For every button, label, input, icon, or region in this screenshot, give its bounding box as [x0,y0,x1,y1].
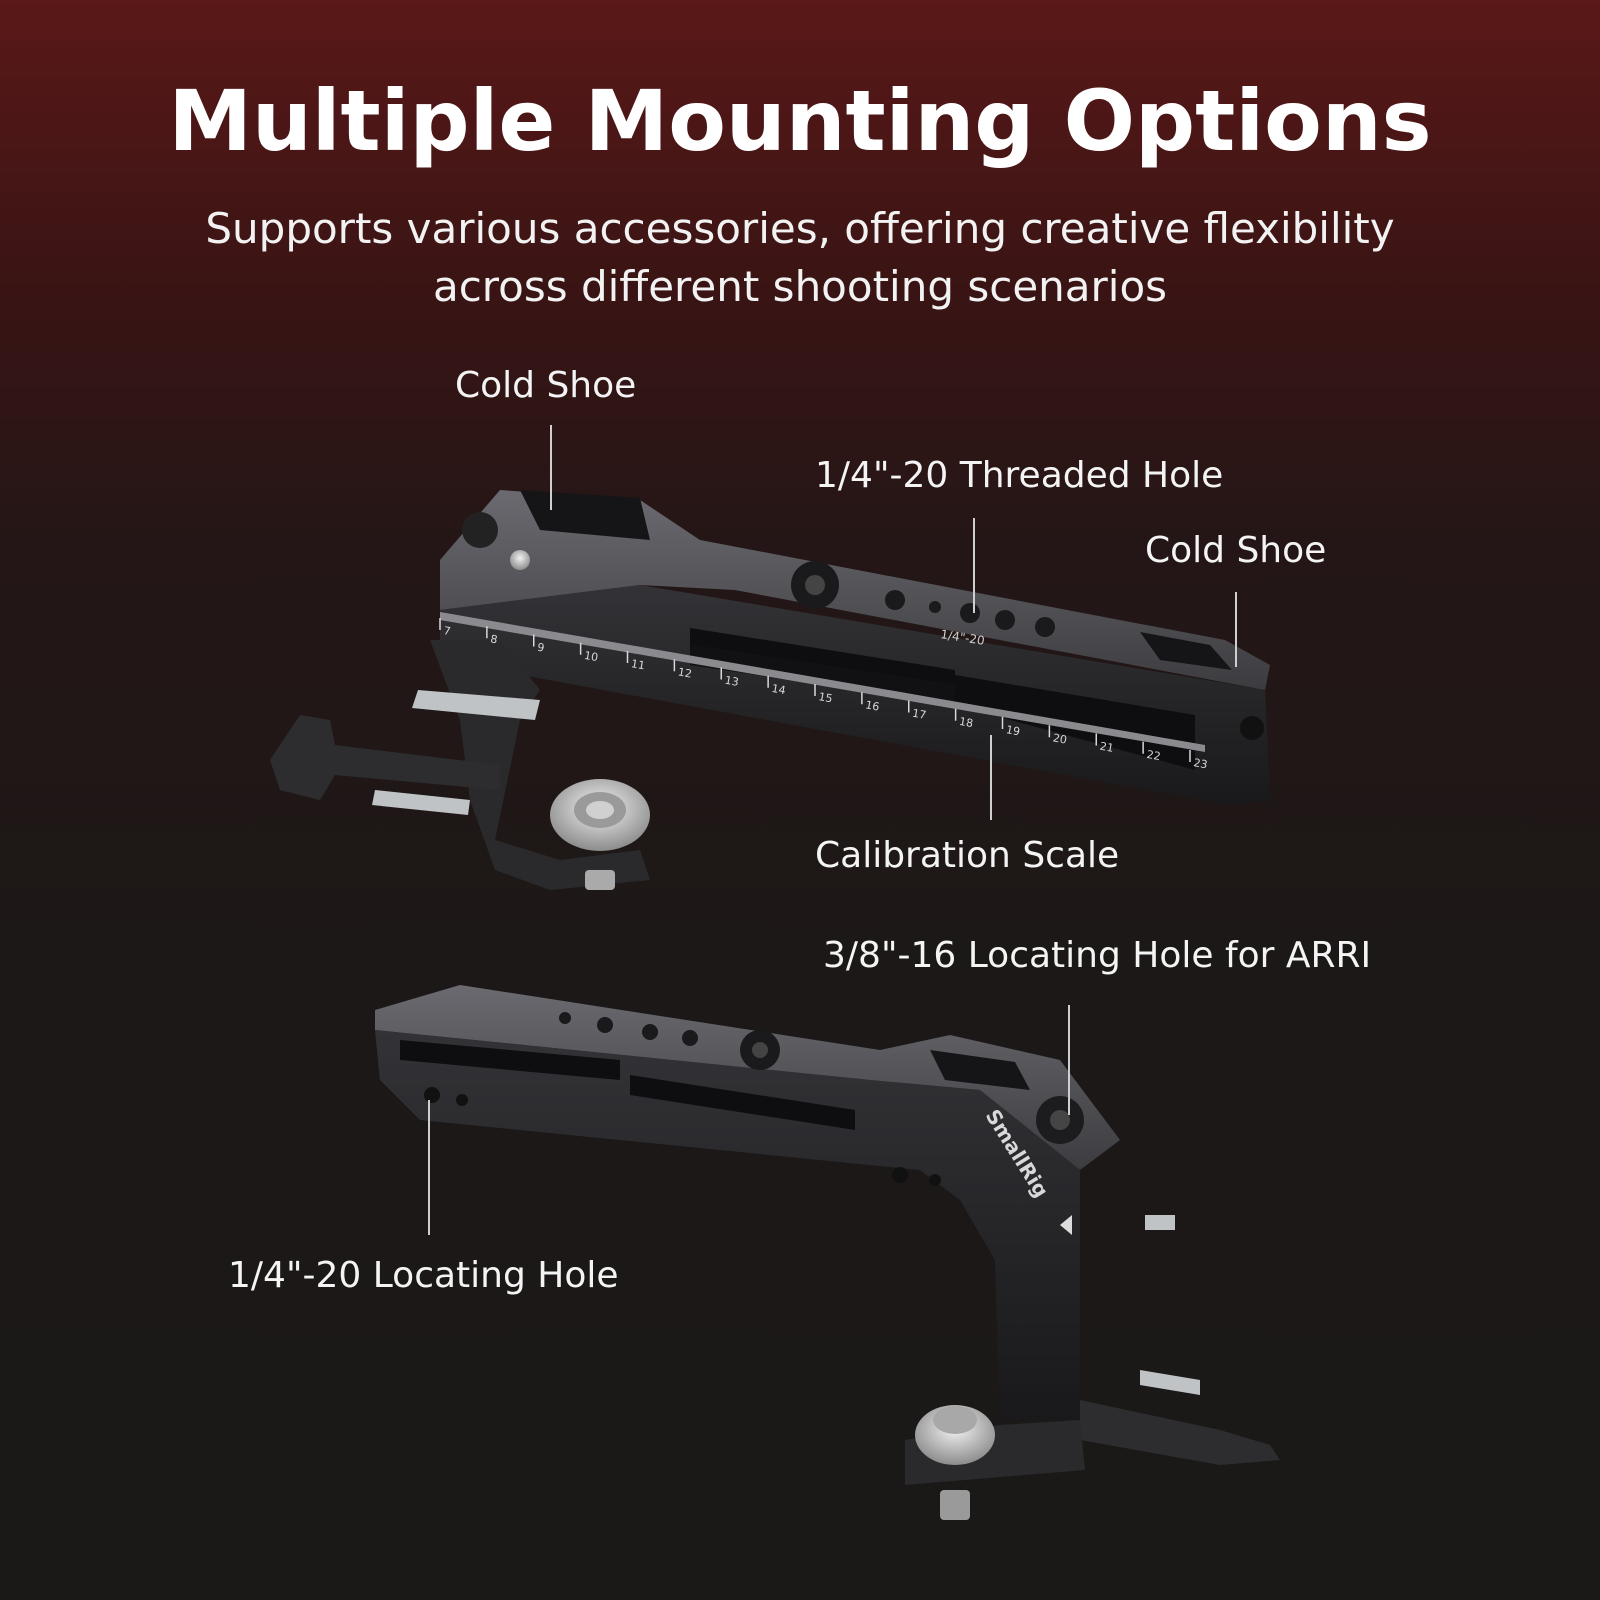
scale-tick-label: 15 [817,690,833,705]
callout-cold-shoe-left: Cold Shoe [455,365,637,406]
callout-locating-hole: 1/4"-20 Locating Hole [228,1255,619,1296]
leader-calibration-scale [990,735,992,820]
scale-tick-label: 21 [1099,740,1115,755]
callout-arri-hole: 3/8"-16 Locating Hole for ARRI [823,935,1372,976]
leader-threaded-hole [973,518,975,613]
hole-marking: 1/4"-20 [940,627,986,648]
top-handle-lower [375,985,1280,1520]
top-handle-upper [270,490,1270,890]
scale-tick-label: 14 [771,682,787,697]
leader-arri-hole [1068,1005,1070,1115]
scale-tick-label: 8 [489,632,498,646]
page-subtitle: Supports various accessories, offering c… [0,200,1600,316]
scale-tick-label: 16 [864,698,880,713]
scale-tick-label: 9 [536,641,545,655]
scale-tick-label: 7 [442,624,451,638]
leader-cold-shoe-left [550,425,552,510]
calibration-scale-ticks: 7 8 9 10 11 12 13 14 15 16 17 18 19 20 21 22 23 [439,618,1209,771]
page-title: Multiple Mounting Options [168,72,1432,170]
scale-tick-label: 10 [583,649,599,664]
scale-tick-label: 13 [724,674,740,689]
scale-tick-label: 23 [1192,756,1208,771]
leader-locating-hole [428,1100,430,1235]
subtitle-line-2: across different shooting scenarios [432,262,1168,311]
callout-cold-shoe-right: Cold Shoe [1145,530,1327,571]
scale-tick-label: 17 [911,707,927,722]
callout-threaded-hole: 1/4"-20 Threaded Hole [815,455,1224,496]
scale-tick-label: 19 [1005,723,1021,738]
callout-calibration-scale: Calibration Scale [815,835,1120,876]
leader-cold-shoe-right [1235,592,1237,667]
scale-tick-label: 20 [1052,731,1068,746]
subtitle-line-1: Supports various accessories, offering c… [205,204,1395,253]
scale-tick-label: 11 [630,657,646,672]
scale-tick-label: 22 [1146,748,1162,763]
scale-tick-label: 18 [958,715,974,730]
scale-tick-label: 12 [677,665,693,680]
